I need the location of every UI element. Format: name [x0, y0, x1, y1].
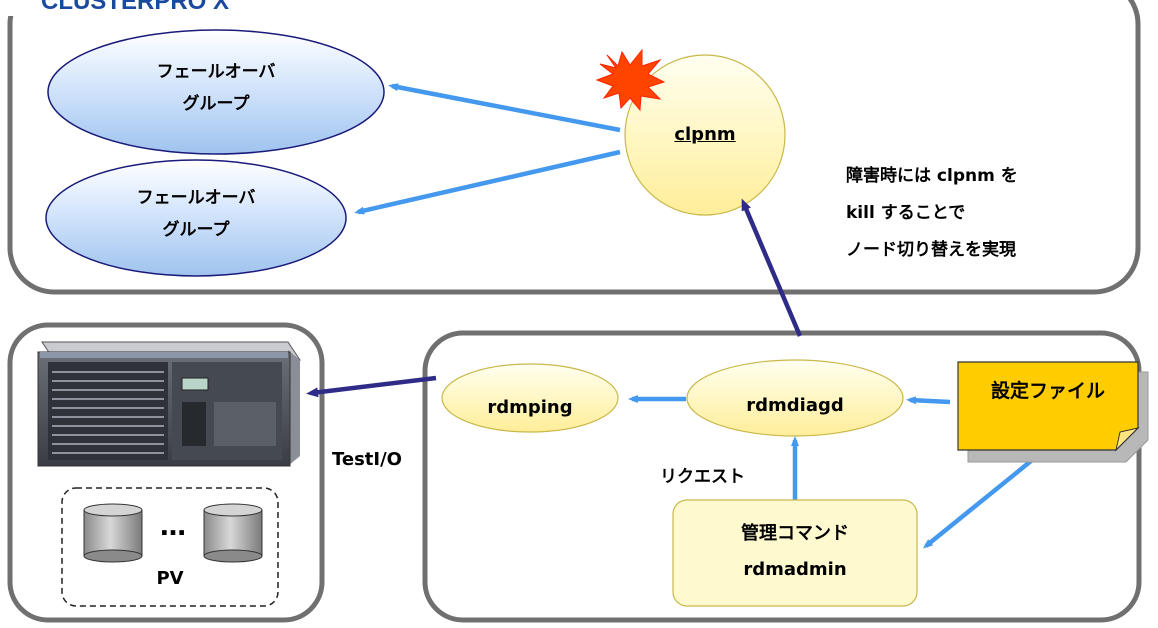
arrow-rdmping-to-storage: [306, 375, 437, 398]
arrow-rdm-to-clpnm: [741, 198, 803, 337]
config-file-fold: [1115, 427, 1140, 452]
failover-note: 障害時には clpnm を kill することで ノード切り替えを実現: [846, 158, 1018, 269]
disk-ellipsis: …: [160, 512, 186, 542]
fault-burst-icon: [595, 48, 666, 112]
clpnm-node-shape: [624, 54, 786, 216]
admin-command-shape: [672, 499, 918, 607]
failover-group-1-line2: グループ: [182, 94, 250, 114]
failover-group-1-shape: [47, 29, 385, 155]
failover-group-2-shape: [45, 159, 347, 277]
admin-command-line2: rdmadmin: [743, 559, 847, 580]
admin-command-label: 管理コマンド rdmadmin: [673, 516, 917, 588]
rdmping-label: rdmping: [487, 397, 573, 418]
failover-group-2-line1: フェールオーバ: [136, 188, 256, 208]
pv-label: PV: [156, 568, 184, 589]
cluster-title: CLUSTERPRO X: [40, 0, 229, 15]
failover-group-2-line2: グループ: [162, 220, 230, 240]
failover-note-line3: ノード切り替えを実現: [846, 240, 1016, 260]
rdmping-shape: [441, 363, 619, 433]
testio-label: TestI/O: [332, 449, 402, 470]
arrow-clpnm-to-group2: [354, 149, 621, 215]
failover-group-1-label: フェールオーバ グループ: [126, 56, 306, 120]
title-tab: [0, 0, 282, 16]
failover-group-1-line1: フェールオーバ: [156, 62, 276, 82]
failover-note-line2: kill することで: [846, 203, 966, 223]
failover-group-2-label: フェールオーバ グループ: [106, 182, 286, 246]
storage-server-icon: [37, 341, 301, 467]
disk-1-icon: [83, 503, 143, 563]
arrow-clpnm-to-group1: [388, 83, 621, 133]
clpnm-label: clpnm: [674, 124, 736, 145]
pv-group-border: [61, 487, 279, 607]
config-file-label: 設定ファイル: [990, 380, 1105, 402]
arrow-config-to-rdmdiagd: [906, 396, 951, 405]
failover-note-line1: 障害時には clpnm を: [846, 166, 1018, 186]
disk-2-icon: [203, 503, 263, 563]
rdmdiagd-label: rdmdiagd: [746, 395, 844, 416]
request-label: リクエスト: [660, 467, 745, 487]
admin-command-line1: 管理コマンド: [741, 523, 849, 544]
